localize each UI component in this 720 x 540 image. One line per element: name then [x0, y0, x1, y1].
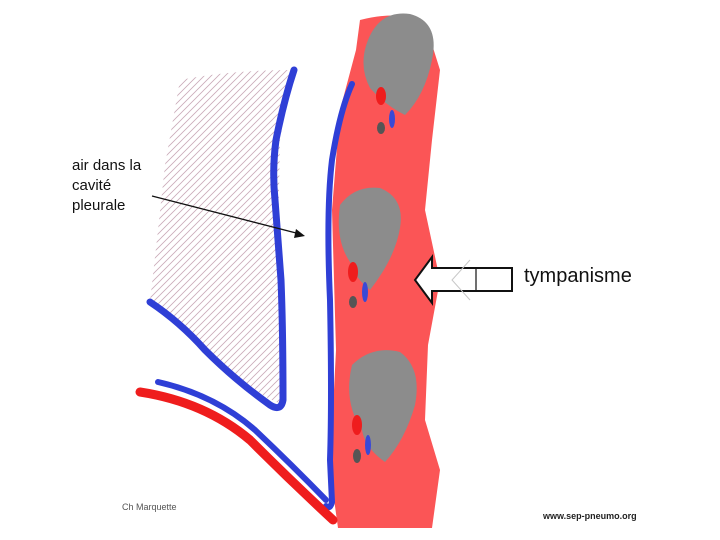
intercostal-vein-bottom [365, 435, 371, 455]
intercostal-vein-top [389, 110, 395, 128]
pleural-air-region [150, 70, 292, 405]
website-credit: www.sep-pneumo.org [543, 511, 637, 521]
author-credit: Ch Marquette [122, 502, 177, 512]
intercostal-artery-middle [348, 262, 358, 282]
intercostal-artery-bottom [352, 415, 362, 435]
tympanisme-label: tympanisme [524, 265, 632, 288]
intercostal-nerve-bottom [353, 449, 361, 463]
pointer-arrowhead [294, 229, 305, 238]
intercostal-nerve-top [377, 122, 385, 134]
percussion-arrow [415, 257, 512, 303]
intercostal-nerve-middle [349, 296, 357, 308]
air-label-line-1: air dans la [72, 156, 141, 176]
intercostal-vein-middle [362, 282, 368, 302]
air-in-pleural-cavity-label: air dans la cavité pleurale [72, 156, 141, 216]
air-label-line-2: cavité [72, 176, 141, 196]
air-label-line-3: pleurale [72, 196, 141, 216]
intercostal-artery-top [376, 87, 386, 105]
diaphragm [140, 392, 333, 520]
